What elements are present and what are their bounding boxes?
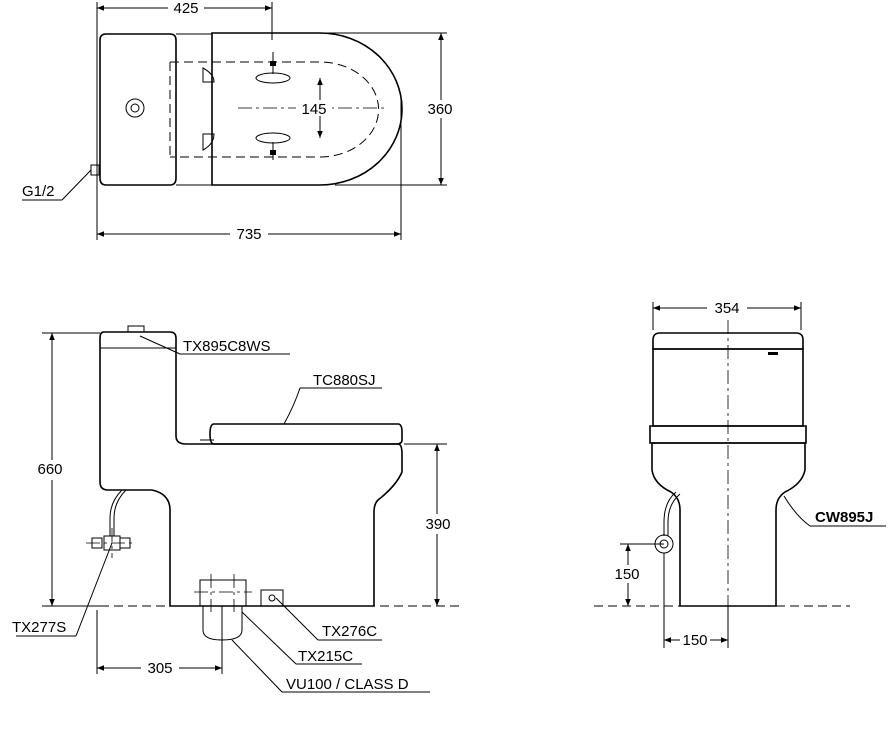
dim-front-width: 354	[652, 299, 802, 330]
side-leaders: TX895C8WS TC880SJ TX277S TX276C TX215C V…	[12, 335, 430, 693]
dim-height: 660	[30, 332, 100, 607]
part-tc880sj: TC880SJ	[313, 372, 376, 389]
model-cw895j: CW895J	[815, 509, 873, 526]
dim-150-h-label: 150	[682, 632, 707, 649]
g12-label: G1/2	[22, 183, 55, 200]
top-bowl-outline	[169, 32, 403, 186]
dim-425-label: 425	[173, 0, 198, 17]
side-supply-hose	[86, 489, 136, 558]
top-view: 425 360 735	[22, 0, 462, 243]
dim-width: 360	[422, 33, 462, 185]
part-tx895c8ws: TX895C8WS	[183, 338, 271, 355]
dim-rough-in: 305	[96, 610, 223, 677]
supply-connection: G1/2	[22, 164, 100, 201]
part-vu100: VU100 / CLASS D	[286, 676, 409, 693]
dim-total-length: 735	[97, 225, 401, 243]
side-view: 660 390	[12, 325, 460, 693]
dim-360-label: 360	[427, 101, 452, 118]
dim-seat-height: 390	[404, 443, 458, 606]
dim-660-label: 660	[37, 461, 62, 478]
dim-supply-height: 150	[609, 543, 664, 606]
part-tx215c: TX215C	[298, 648, 353, 665]
dim-150-v-label: 150	[614, 566, 639, 583]
side-outlet	[194, 574, 252, 641]
side-seat	[200, 423, 403, 445]
dim-hole-spacing: 145	[238, 78, 388, 138]
dim-145-label: 145	[301, 101, 326, 118]
front-view: 354 150	[594, 299, 886, 649]
dim-735-label: 735	[236, 226, 261, 243]
dim-354-label: 354	[714, 300, 739, 317]
dim-305-label: 305	[147, 660, 172, 677]
top-tank-outline	[99, 33, 212, 186]
dim-tank-length: 425	[97, 0, 272, 17]
side-bolt-cap	[260, 589, 284, 607]
side-body-outline	[99, 325, 403, 607]
dim-supply-offset: 150	[664, 606, 729, 649]
front-supply-hose	[654, 491, 681, 648]
part-tx277s: TX277S	[12, 619, 66, 636]
part-tx276c: TX276C	[322, 623, 377, 640]
dim-390-label: 390	[425, 516, 450, 533]
hinge-bolts	[255, 52, 291, 160]
front-model-leader: CW895J	[783, 495, 886, 527]
